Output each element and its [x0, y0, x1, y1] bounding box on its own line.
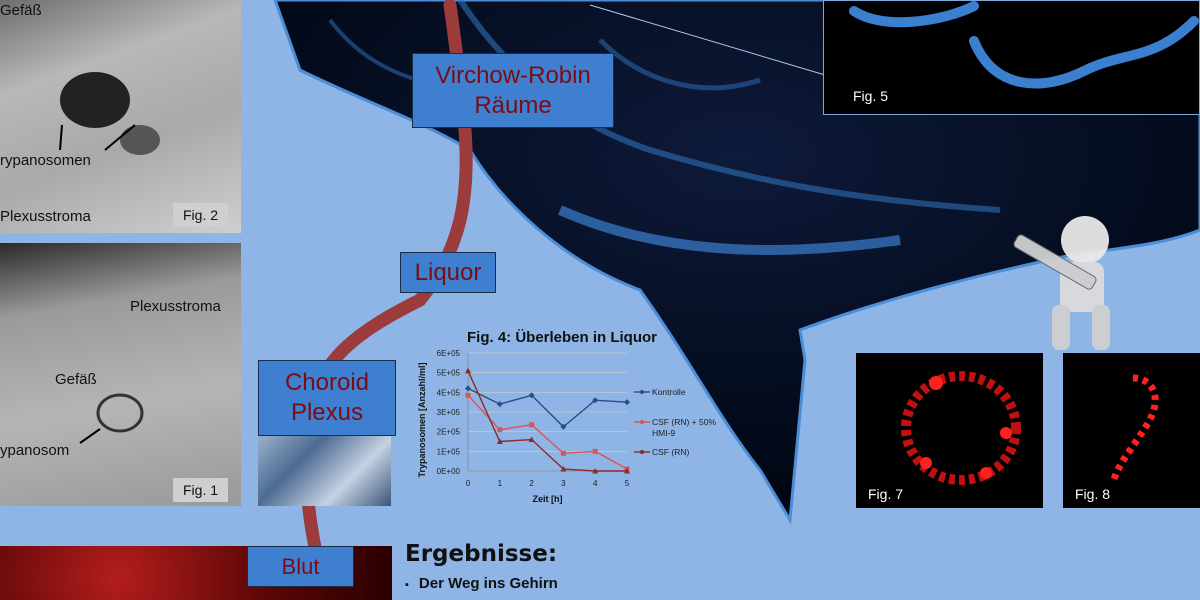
label-gefaess: Gefäß [0, 2, 42, 19]
data-point [592, 397, 599, 404]
data-point [560, 450, 566, 456]
x-tick-label: 5 [625, 479, 630, 488]
choroid-plexus-image [258, 436, 391, 506]
fluorescence-fig7: Fig. 7 [856, 353, 1043, 508]
fig8-tag: Fig. 8 [1063, 481, 1123, 507]
x-tick-label: 1 [498, 479, 503, 488]
y-tick-label: 5E+05 [437, 369, 461, 378]
data-point [497, 427, 503, 433]
series-line [467, 394, 628, 470]
x-tick-label: 3 [561, 479, 566, 488]
y-tick-label: 6E+05 [437, 349, 461, 358]
data-point [465, 392, 471, 398]
micrograph-fig2: Gefäß rypanosomen Plexusstroma Fig. 2 [0, 0, 241, 233]
data-point [496, 438, 503, 444]
label-plexusstroma: Plexusstroma [130, 298, 221, 315]
step-liquor-label: Liquor [414, 258, 482, 286]
data-point [528, 392, 535, 399]
data-point [529, 422, 535, 428]
legend-marker [640, 390, 644, 394]
results-heading: Ergebnisse: [405, 541, 558, 567]
series-line [467, 387, 628, 428]
x-tick-label: 2 [529, 479, 534, 488]
x-axis-label: Zeit [h] [533, 494, 563, 504]
fig1-tag: Fig. 1 [173, 478, 229, 502]
survival-chart: Fig. 4: Überleben in Liquor 0E+00 1E+05 2E… [417, 329, 716, 504]
data-point [560, 466, 567, 472]
micrograph-fig1: Plexusstroma Gefäß ypanosom Fig. 1 [0, 243, 241, 506]
data-point [465, 367, 471, 374]
fig5-tag: Fig. 5 [841, 83, 901, 109]
data-point [560, 423, 567, 430]
bullet-icon: ▪ [405, 579, 409, 591]
legend-label: CSF (RN) + 50%HMI-9 [652, 417, 716, 438]
step-liquor: Liquor [400, 252, 496, 293]
data-point [592, 448, 598, 454]
label-plexusstroma: Plexusstroma [0, 208, 91, 225]
step-blut: Blut [247, 546, 354, 587]
step-choroid-plexus: Choroid Plexus [258, 360, 396, 436]
x-tick-label: 0 [466, 479, 471, 488]
series-line [467, 370, 627, 472]
data-point [496, 401, 503, 408]
step-virchow-robin: Virchow-Robin Räume [412, 53, 614, 128]
legend-label: Kontrolle [652, 387, 686, 397]
fig7-tag: Fig. 7 [856, 481, 916, 507]
label-trypanosomen: rypanosomen [0, 152, 91, 169]
fluorescence-fig8: Fig. 8 [1063, 353, 1200, 508]
data-point [465, 385, 471, 392]
results-item: ▪ Der Weg ins Gehirn [405, 575, 558, 592]
label-gefaess: Gefäß [55, 371, 97, 388]
y-tick-label: 1E+05 [437, 447, 461, 456]
step-blut-label: Blut [281, 553, 320, 579]
legend-marker [640, 450, 644, 454]
fig2-tag: Fig. 2 [173, 203, 229, 227]
data-point [592, 468, 599, 474]
y-axis-label: Trypanosomen [Anzahl/ml] [417, 362, 427, 477]
label-trypanosom: ypanosom [0, 442, 70, 459]
legend-label: CSF (RN) [652, 447, 689, 457]
data-point [624, 468, 630, 474]
y-tick-label: 4E+05 [437, 388, 461, 397]
y-tick-label: 2E+05 [437, 428, 461, 437]
x-tick-label: 4 [593, 479, 598, 488]
data-point [624, 399, 630, 406]
chart-title: Fig. 4: Überleben in Liquor [467, 329, 657, 346]
fluorescence-fig5: Fig. 5 [823, 0, 1200, 115]
data-point [528, 436, 535, 443]
y-tick-label: 0E+00 [437, 467, 461, 476]
legend-marker [640, 420, 644, 424]
y-tick-label: 3E+05 [437, 408, 461, 417]
step-virchow-robin-label: Virchow-Robin Räume [435, 61, 591, 119]
figure-with-syringe [1013, 216, 1110, 350]
results-item-label: Der Weg ins Gehirn [418, 575, 558, 592]
step-choroid-plexus-label: Choroid Plexus [284, 369, 370, 426]
